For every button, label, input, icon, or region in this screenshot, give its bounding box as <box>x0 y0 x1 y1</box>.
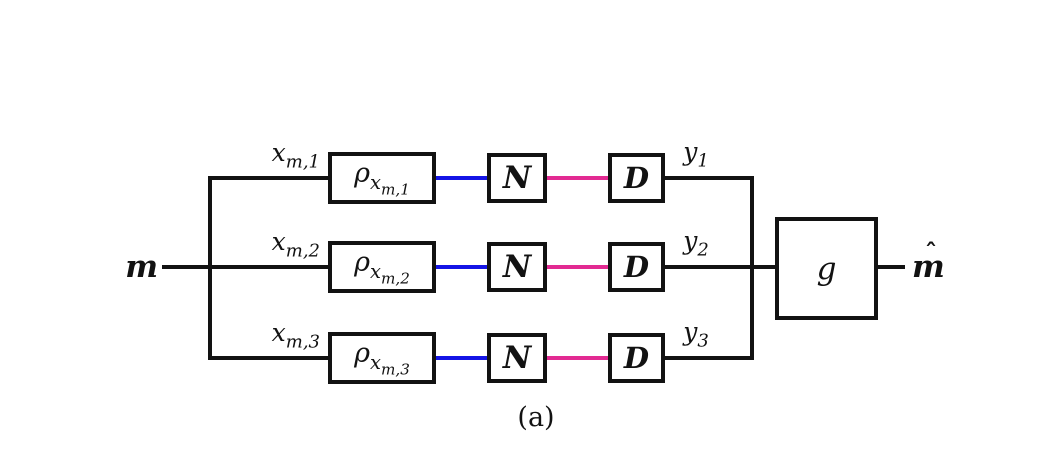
branch1-out-line <box>663 176 754 180</box>
y-label-1: y1 <box>683 137 709 172</box>
branch3-in-line <box>208 356 330 360</box>
fusion-box-g: g <box>775 217 878 320</box>
branch3-blue-link <box>434 356 489 360</box>
merge-vertical-line <box>750 176 754 360</box>
script-d-box-3: D <box>608 333 665 383</box>
branch2-pink-link <box>545 265 610 269</box>
branch2-blue-link <box>434 265 489 269</box>
input-line <box>162 265 212 269</box>
hat-accent: ˆ <box>925 238 938 267</box>
output-line <box>874 265 905 269</box>
rho-box-3: ρxm,3 <box>328 332 436 384</box>
x-label-1: xm,1 <box>271 138 320 173</box>
branch3-pink-link <box>545 356 610 360</box>
branch1-blue-link <box>434 176 489 180</box>
input-label-m: m <box>125 249 158 285</box>
script-n-box-2: N <box>487 242 547 292</box>
script-d-box-1: D <box>608 153 665 203</box>
branch2-out-line <box>663 265 779 269</box>
x-label-2: xm,2 <box>271 227 320 262</box>
y-label-3: y3 <box>683 317 709 352</box>
branch3-out-line <box>663 356 754 360</box>
script-n-box-1: N <box>487 153 547 203</box>
branch2-in-line <box>208 265 330 269</box>
x-label-3: xm,3 <box>271 318 320 353</box>
script-n-box-3: N <box>487 333 547 383</box>
rho-box-1: ρxm,1 <box>328 152 436 204</box>
y-label-2: y2 <box>683 226 709 261</box>
script-d-box-2: D <box>608 242 665 292</box>
rho-box-2: ρxm,2 <box>328 241 436 293</box>
branch1-pink-link <box>545 176 610 180</box>
subfigure-caption: (a) <box>517 402 555 433</box>
branch1-in-line <box>208 176 330 180</box>
